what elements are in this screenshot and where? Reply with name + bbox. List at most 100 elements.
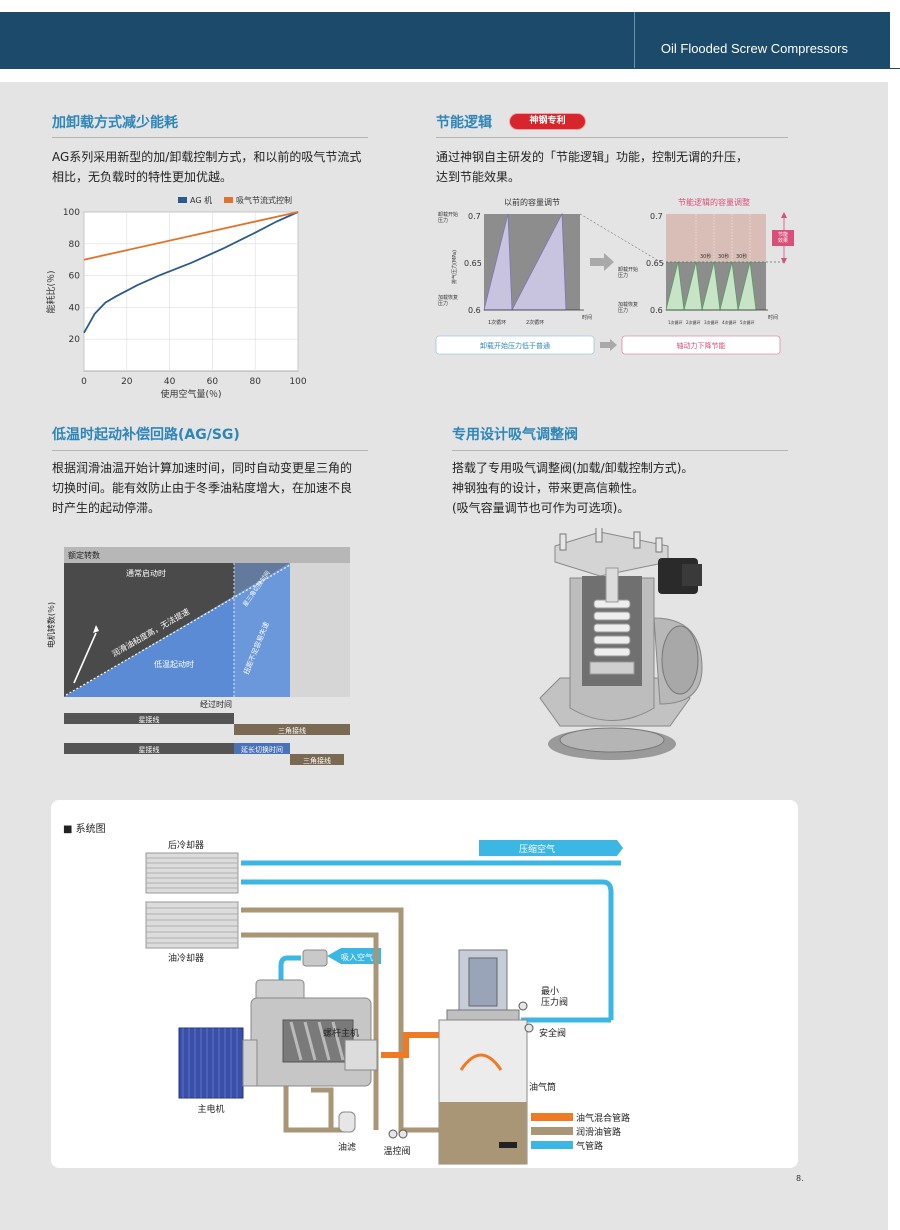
lt-normal-label: 通常启动时	[126, 568, 166, 578]
system-title: ■ 系统图	[63, 822, 106, 835]
logic-label-load-right: 加载恢复压力	[618, 301, 638, 314]
logic-right-dividers	[695, 214, 751, 262]
valve-side-opening	[661, 625, 699, 695]
chart-x-tick-label: 0	[81, 377, 87, 387]
chart-y-tick-label: 60	[69, 272, 81, 282]
logic-left-title: 以前的容量调节	[504, 197, 560, 207]
chart-x-tick-label: 80	[249, 377, 261, 387]
logic-effect-label: 节能效果	[778, 231, 788, 244]
logic-time-label-left: 时间	[582, 314, 592, 321]
min-pressure-valve-icon	[518, 1001, 528, 1011]
section3-body-line: 根据润滑油温开始计算加速时间，同时自动变更星三角的	[52, 461, 353, 475]
section1-title: 加卸载方式减少能耗	[52, 115, 178, 131]
section4-title: 专用设计吸气调整阀	[452, 427, 578, 443]
legend-label-oilgas: 油气混合管路	[576, 1112, 630, 1124]
low-temp-diagram: 额定转数 通常启动时 低温起动时 润滑油粘度高，无法提速 扭距不足容易失速 星三…	[46, 547, 350, 765]
valve-port	[559, 727, 665, 753]
lt-xlabel: 经过时间	[200, 699, 232, 709]
section1-body: AG系列采用新型的加/卸载控制方式，和以前的吸气节流式 相比，无负载时的特性更加…	[52, 147, 361, 187]
lt-bar1-delta-label: 三角接线	[278, 726, 306, 735]
chart-y-tick-label: 40	[69, 303, 81, 313]
logic-right-cycle-label: 5次循环	[740, 319, 755, 325]
logic-right-cycle-label: 1次循环	[668, 319, 683, 325]
legend-swatch-oilgas	[531, 1113, 573, 1121]
lt-top-label: 额定转数	[68, 550, 100, 560]
chart-xlabel: 使用空气量(％)	[160, 388, 221, 400]
chart-legend: AG 机 吸气节流式控制	[178, 195, 292, 205]
system-diagram: ■ 系统图 压缩空气 吸入空气 后冷却器 油冷却器	[63, 822, 630, 1165]
chart-grid	[83, 211, 299, 371]
logic-box-left-text: 卸载开始压力低于普通	[480, 341, 550, 350]
legend-swatch-throttle	[224, 197, 233, 203]
air-lines	[241, 860, 621, 1023]
header-rule	[0, 68, 900, 69]
oil-cooler	[145, 901, 239, 949]
logic-effect-box	[772, 230, 794, 246]
logic-box-left	[435, 335, 595, 355]
lt-normal-arrowhead	[93, 625, 99, 633]
min-pressure-valve-label: 最小压力阀	[541, 986, 568, 1008]
main-motor-label: 主电机	[197, 1103, 224, 1115]
section2-body-line: 达到节能效果。	[436, 170, 521, 184]
logic-box-arrow	[600, 339, 617, 351]
oil-tank	[438, 949, 528, 1165]
chart-x-tick-label: 20	[121, 377, 133, 387]
logic-y-06-right: 0.6	[650, 306, 663, 315]
section4-rule	[452, 450, 788, 451]
legend-label-ag: AG 机	[190, 195, 212, 205]
logic-y-06-left: 0.6	[468, 306, 481, 315]
section2-body: 通过神钢自主研发的「节能逻辑」功能，控制无谓的升压， 达到节能效果。	[436, 147, 748, 187]
oil-cooler-label: 油冷却器	[168, 952, 204, 964]
chart-y-tick-label: 80	[69, 240, 81, 250]
oil-filter-label: 油滤	[338, 1141, 356, 1153]
logic-ylabel: 排气压力(MPa)	[451, 250, 458, 284]
lt-extend-zone	[234, 563, 290, 697]
section4-body-line: 神钢独有的设计，带来更高信赖性。	[452, 481, 645, 495]
lt-normal-arrow	[73, 632, 97, 684]
compressed-air-arrow	[479, 840, 623, 856]
lt-lowtemp-curve	[65, 564, 291, 696]
screw-main-label: 螺杆主机	[323, 1027, 359, 1039]
section2-body-line: 通过神钢自主研发的「节能逻辑」功能，控制无谓的升压，	[436, 150, 749, 164]
lt-bar1-star-label: 星接线	[139, 715, 160, 724]
logic-seconds-label: 30秒	[718, 253, 729, 260]
lt-bar2-star-label: 星接线	[139, 745, 160, 754]
safety-valve-label: 安全阀	[539, 1027, 566, 1039]
logic-y-065-left: 0.65	[464, 259, 482, 268]
section4-body: 搭载了专用吸气调整阀(加载/卸载控制方式)。 神钢独有的设计，带来更高信赖性。 …	[452, 458, 693, 518]
patent-badge: 神钢专利	[510, 114, 585, 129]
header-bar	[0, 12, 890, 68]
intake-valve-image	[539, 528, 703, 760]
section3-body-line: 时产生的起动停滞。	[52, 501, 161, 515]
thermo-valve-icon	[388, 1129, 398, 1139]
lt-ylabel: 电机转数(％)	[46, 602, 56, 648]
section3-title: 低温时起动补偿回路(AG/SG)	[52, 427, 240, 443]
logic-right-cycle-label: 4次循环	[722, 319, 737, 325]
lt-lowtemp-label: 低温起动时	[154, 659, 194, 669]
oil-tank-label: 油气筒	[529, 1081, 556, 1093]
legend-swatch-oil	[531, 1127, 573, 1135]
logic-effect-arrow-tail	[781, 258, 787, 264]
logic-arrow	[590, 253, 614, 271]
legend-swatch-ag	[178, 197, 187, 203]
logic-left-cycle-label: 1次循环	[488, 319, 506, 326]
chart-ylabel: 能耗比(％)	[45, 270, 57, 313]
logic-right-cycle-label: 3次循环	[704, 319, 719, 325]
logic-box-right	[621, 335, 781, 355]
section2-rule	[436, 137, 788, 138]
chart-lines	[83, 211, 299, 334]
section1-rule	[52, 137, 368, 138]
thermo-valve-label: 温控阀	[383, 1145, 410, 1157]
logic-y-07-right: 0.7	[650, 212, 663, 221]
logic-left-cycle-label: 2次循环	[526, 319, 544, 326]
chart-y-tick-label: 20	[69, 335, 81, 345]
logic-right-cycle-label: 2次循环	[686, 319, 701, 325]
compressed-air-label: 压缩空气	[519, 843, 555, 855]
lt-bar2-extend-label: 延长切换时间	[241, 745, 283, 754]
chart-x-tick-label: 100	[289, 377, 306, 387]
thermo-valve-icon-2	[398, 1129, 408, 1139]
legend-label-air: 气管路	[576, 1140, 603, 1152]
logic-y-065-right: 0.65	[646, 259, 664, 268]
